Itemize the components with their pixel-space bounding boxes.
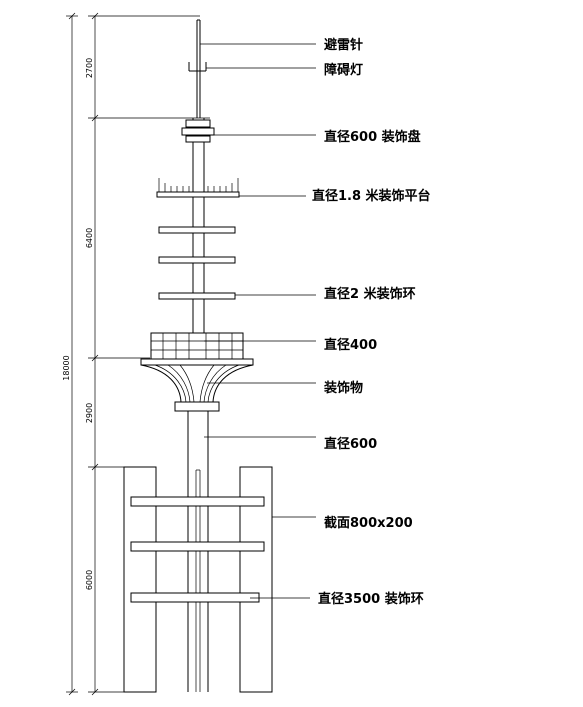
label-section-800x200: 截面800x200 bbox=[324, 515, 413, 531]
decorative-platform-1-8m bbox=[156, 178, 240, 198]
label-decorative-ring-3500: 直径3500 装饰环 bbox=[318, 591, 424, 607]
lattice-box bbox=[150, 332, 244, 360]
label-decorative-platform: 直径1.8 米装饰平台 bbox=[312, 188, 431, 204]
dim-seg-bottom: 6000 bbox=[85, 570, 94, 590]
obstruction-light bbox=[188, 62, 207, 72]
dimension-lines bbox=[66, 12, 210, 696]
decorative-ring-3500 bbox=[130, 592, 260, 603]
cross-brace-2 bbox=[130, 541, 265, 552]
label-diameter-400: 直径400 bbox=[324, 337, 377, 353]
cross-brace-1 bbox=[130, 496, 265, 507]
decorative-ring-2m bbox=[158, 292, 236, 300]
decorative-ring-upper-1 bbox=[158, 226, 236, 234]
lightning-rod bbox=[196, 19, 201, 118]
ornament bbox=[140, 358, 254, 412]
dim-total: 18000 bbox=[62, 355, 71, 380]
dim-seg-top: 2700 bbox=[85, 58, 94, 78]
decorative-ring-upper-2 bbox=[158, 256, 236, 264]
decorative-disk-600 bbox=[181, 119, 215, 143]
leader-lines bbox=[200, 43, 316, 599]
label-obstruction-light: 障碍灯 bbox=[324, 62, 363, 78]
dim-seg-middle: 2900 bbox=[85, 403, 94, 423]
label-decorative-ring-2m: 直径2 米装饰环 bbox=[324, 286, 416, 302]
dim-seg-upper: 6400 bbox=[85, 228, 94, 248]
label-lightning-rod: 避雷针 bbox=[324, 37, 363, 53]
label-diameter-600: 直径600 bbox=[324, 436, 377, 452]
upper-mast bbox=[192, 118, 205, 333]
label-decorative-disk-600: 直径600 装饰盘 bbox=[324, 129, 421, 145]
label-ornament: 装饰物 bbox=[323, 380, 363, 396]
